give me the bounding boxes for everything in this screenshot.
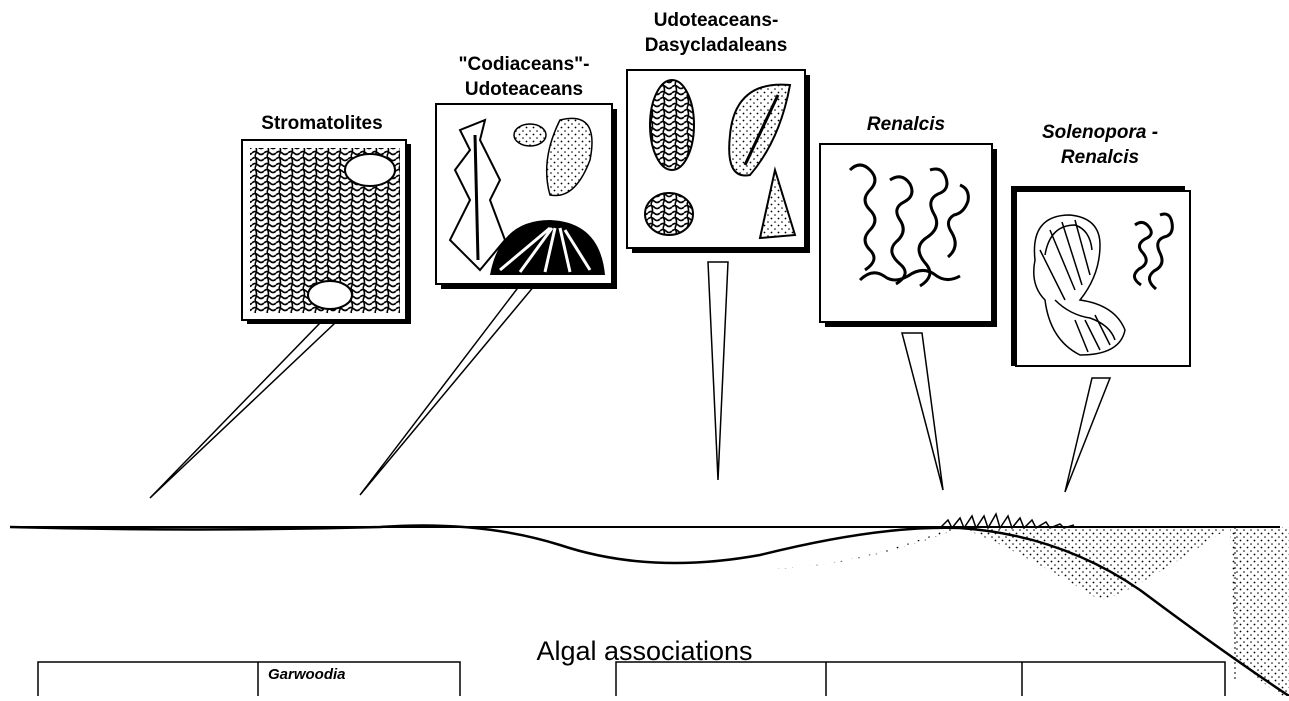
label-codiaceans-line1: "Codiaceans"- bbox=[424, 52, 624, 77]
table-note-garwoodia: Garwoodia bbox=[268, 666, 346, 683]
reef-framework bbox=[940, 514, 1074, 528]
table-note: Garwoodia bbox=[268, 666, 448, 684]
label-stromatolites: Stromatolites bbox=[222, 111, 422, 136]
pointer-udoteaceans bbox=[708, 262, 728, 480]
panel-renalcis bbox=[820, 144, 992, 322]
pointer-stromatolites bbox=[150, 323, 335, 498]
udoteacean-fossil-a bbox=[650, 80, 694, 170]
label-udoteaceans: Udoteaceans- Dasycladaleans bbox=[616, 8, 816, 58]
panel-solenopora bbox=[1016, 191, 1190, 366]
association-table bbox=[38, 662, 1225, 696]
label-solenopora: Solenopora - Renalcis bbox=[1000, 120, 1200, 170]
label-udoteaceans-line2: Dasycladaleans bbox=[616, 33, 816, 58]
label-renalcis-text: Renalcis bbox=[867, 114, 945, 135]
label-codiaceans: "Codiaceans"- Udoteaceans bbox=[424, 52, 624, 102]
label-solenopora-line1: Solenopora - bbox=[1000, 120, 1200, 145]
pointer-solenopora bbox=[1065, 378, 1110, 492]
sediment-body bbox=[10, 524, 1289, 696]
pointer-renalcis bbox=[902, 333, 943, 490]
caption-algal-associations: Algal associations bbox=[0, 636, 1289, 667]
label-solenopora-line2: Renalcis bbox=[1000, 145, 1200, 170]
label-udoteaceans-line1: Udoteaceans- bbox=[616, 8, 816, 33]
label-stromatolites-text: Stromatolites bbox=[261, 113, 382, 134]
label-renalcis: Renalcis bbox=[806, 112, 1006, 137]
label-codiaceans-line2: Udoteaceans bbox=[424, 77, 624, 102]
